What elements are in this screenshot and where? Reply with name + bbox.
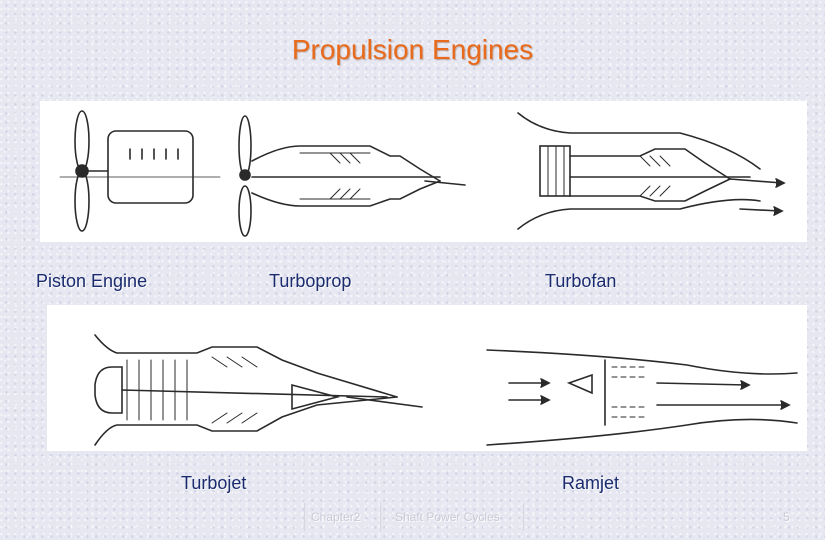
- footer-separator: [523, 503, 524, 531]
- top-diagram-panel: [40, 101, 807, 242]
- label-turbofan: Turbofan: [545, 271, 617, 291]
- ramjet-drawing: [486, 349, 798, 446]
- piston-engine-drawing: [59, 110, 221, 232]
- turboprop-drawing: [238, 115, 466, 237]
- footer-page-number: 5: [783, 510, 790, 524]
- footer-separator: [304, 503, 305, 531]
- slide-title: Propulsion Engines: [291, 34, 534, 65]
- turbofan-drawing: [517, 112, 786, 230]
- footer-chapter: Chapter2: [311, 510, 361, 524]
- bottom-diagram-panel: [47, 305, 807, 451]
- label-piston-engine: Piston Engine: [36, 271, 148, 291]
- turbojet-drawing: [94, 334, 423, 446]
- label-ramjet: Ramjet: [562, 473, 620, 493]
- label-turbojet: Turbojet: [181, 473, 247, 493]
- label-turboprop: Turboprop: [269, 271, 352, 291]
- footer-separator: [380, 503, 381, 531]
- footer-topic: Shaft Power Cycles: [395, 510, 500, 524]
